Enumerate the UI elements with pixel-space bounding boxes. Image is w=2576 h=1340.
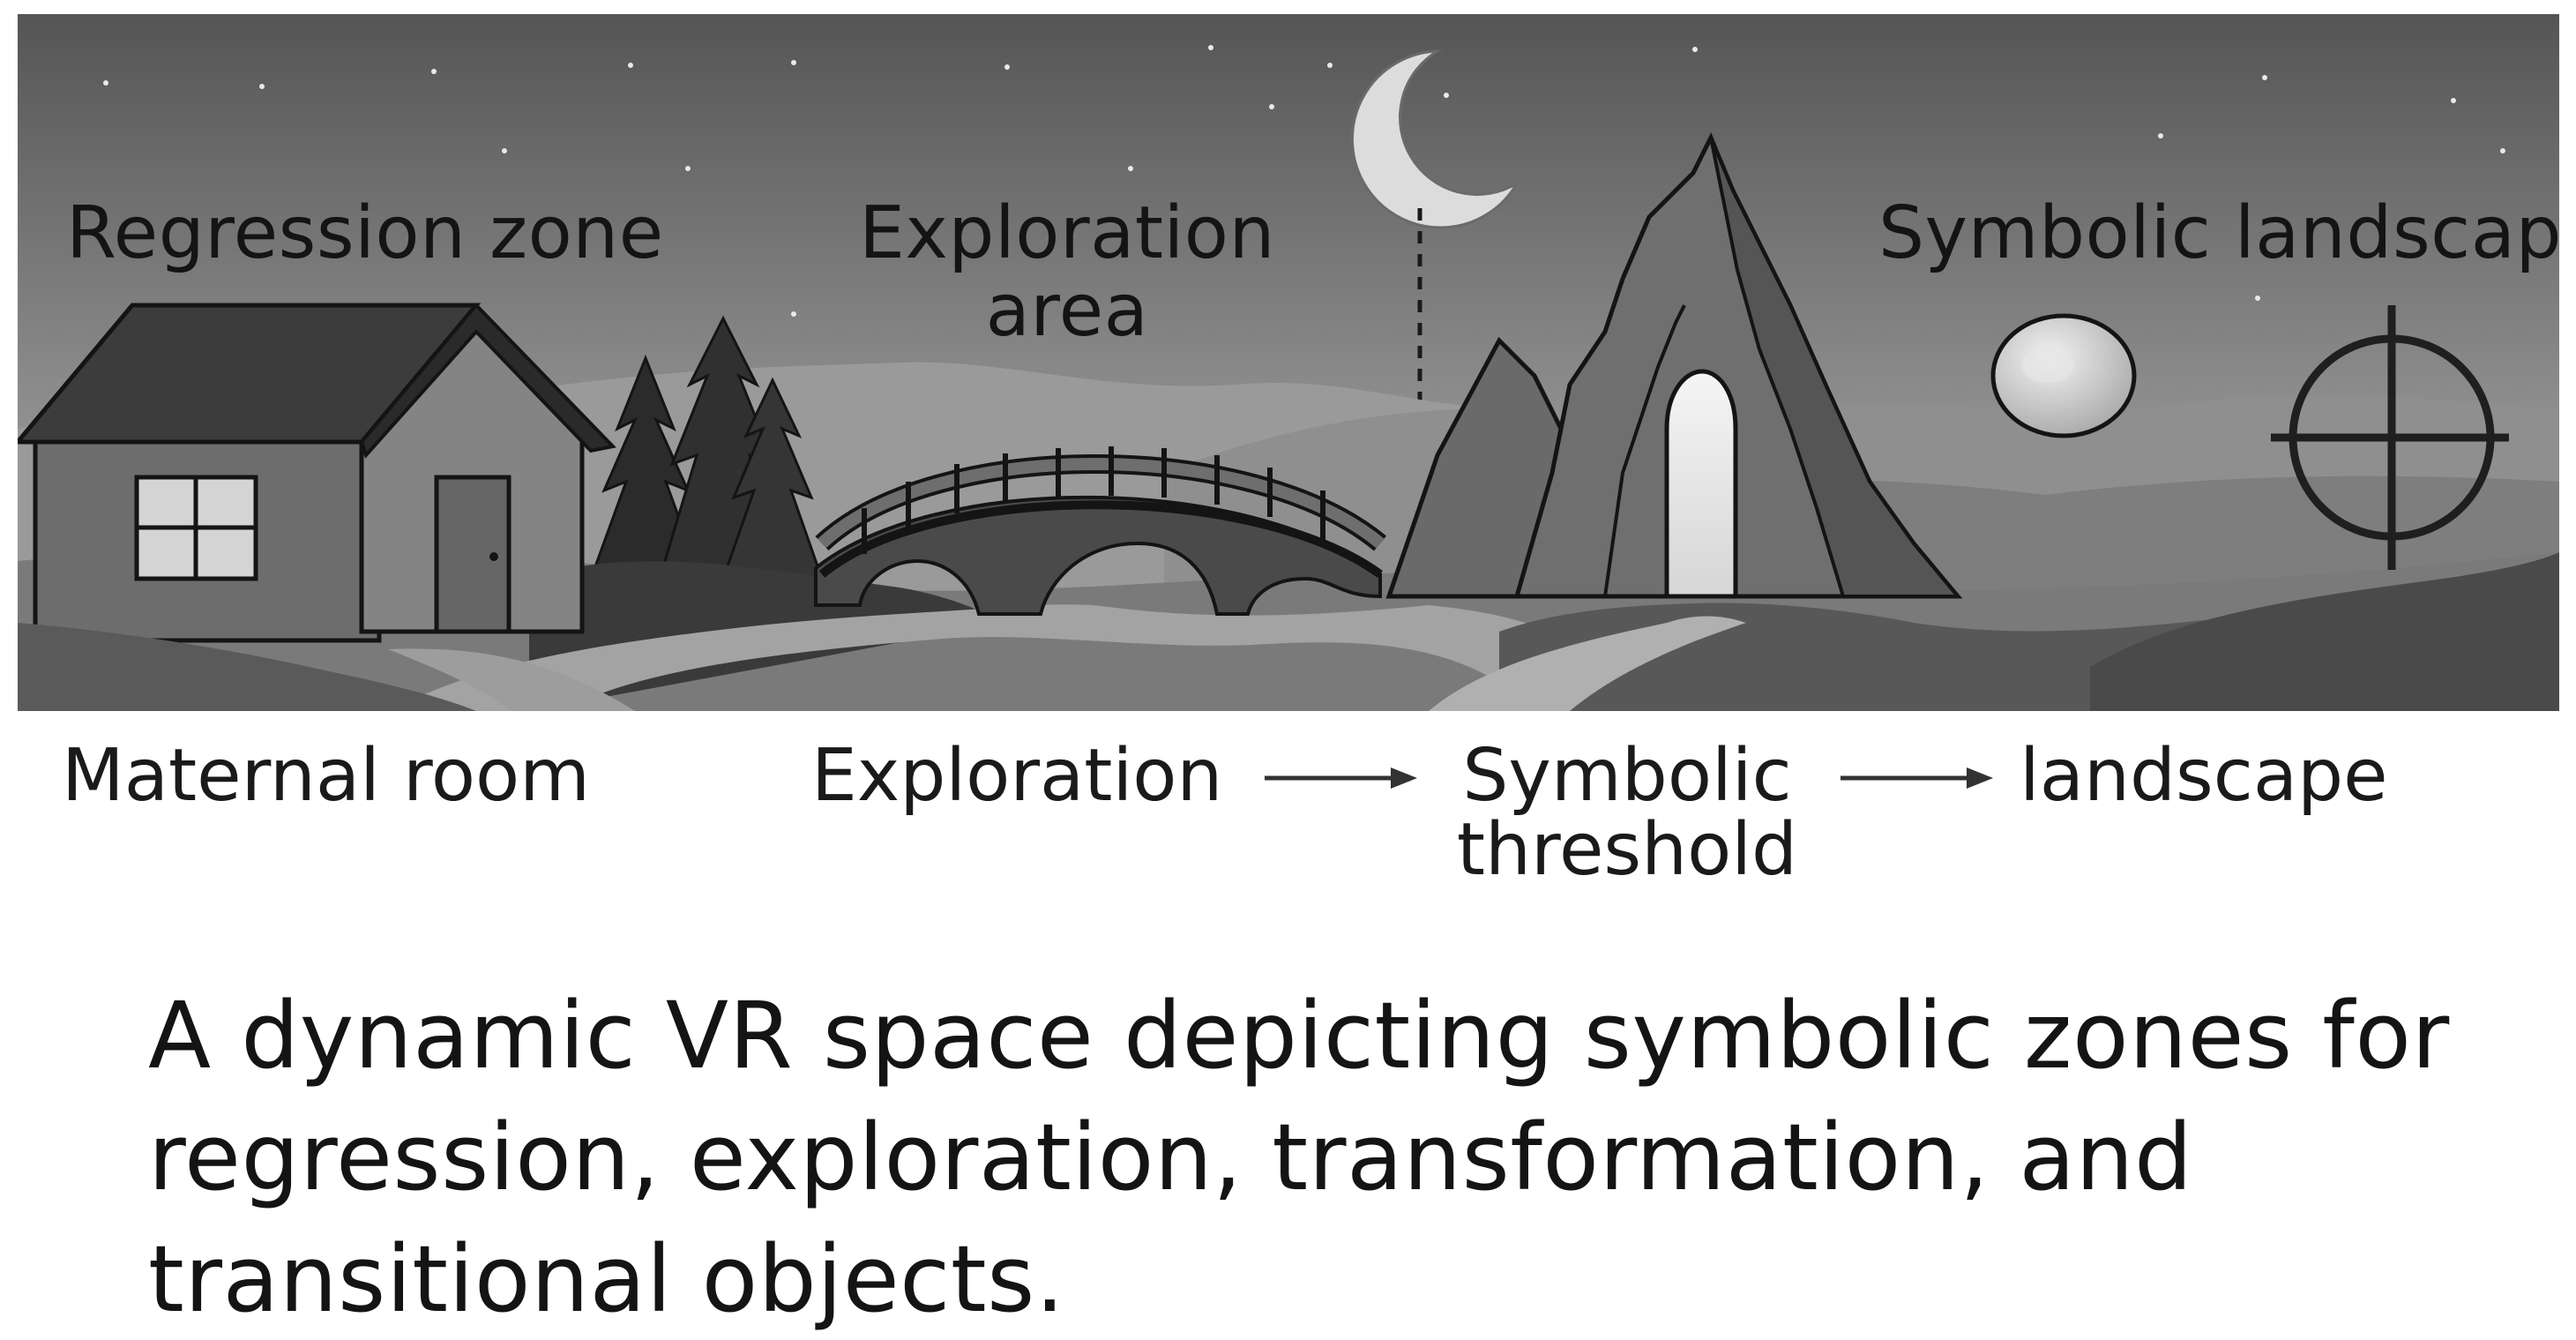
symbolic-threshold-label-line2: threshold [1456, 808, 1798, 892]
symbolic-threshold-label-line1: Symbolic [1462, 734, 1792, 818]
bridge-icon [814, 446, 1387, 616]
moon-icon [1351, 49, 1521, 229]
right-hill [2090, 552, 2559, 711]
symbolic-landscape-label: Symbolic landscape [1878, 191, 2559, 275]
caption-line: A dynamic VR space depicting symbolic zo… [148, 982, 2450, 1089]
house-icon [18, 303, 635, 711]
stars-icon [103, 45, 2505, 317]
arrow-right-icon [1265, 767, 1417, 789]
caption: A dynamic VR space depicting symbolic zo… [148, 975, 2529, 1340]
regression-zone-label: Regression zone [66, 191, 664, 275]
pine-tree-icon [588, 315, 825, 589]
scene-background [18, 14, 2559, 711]
crosshair-icon [2271, 305, 2509, 570]
symbolic-threshold-label: Symbolic threshold [1437, 739, 1817, 887]
arrow-right-icon [1841, 767, 1993, 789]
path-road [388, 604, 1658, 711]
orb-icon [1990, 313, 2137, 438]
landscape-step-label: landscape [2020, 734, 2388, 818]
caption-line: regression, exploration, transformation,… [148, 1104, 2193, 1211]
vr-scene-illustration: Regression zone Exploration area Symboli… [18, 14, 2559, 711]
arch-path [1429, 616, 1746, 711]
rock-arch-icon [1385, 131, 1963, 599]
exploration-area-label: Exploration area [820, 195, 1314, 350]
caption-line: transitional objects. [148, 1225, 1065, 1333]
maternal-room-label: Maternal room [62, 734, 591, 818]
exploration-area-label-line1: Exploration [859, 191, 1275, 275]
exploration-area-label-line2: area [985, 269, 1149, 353]
exploration-step-label: Exploration [811, 734, 1223, 818]
